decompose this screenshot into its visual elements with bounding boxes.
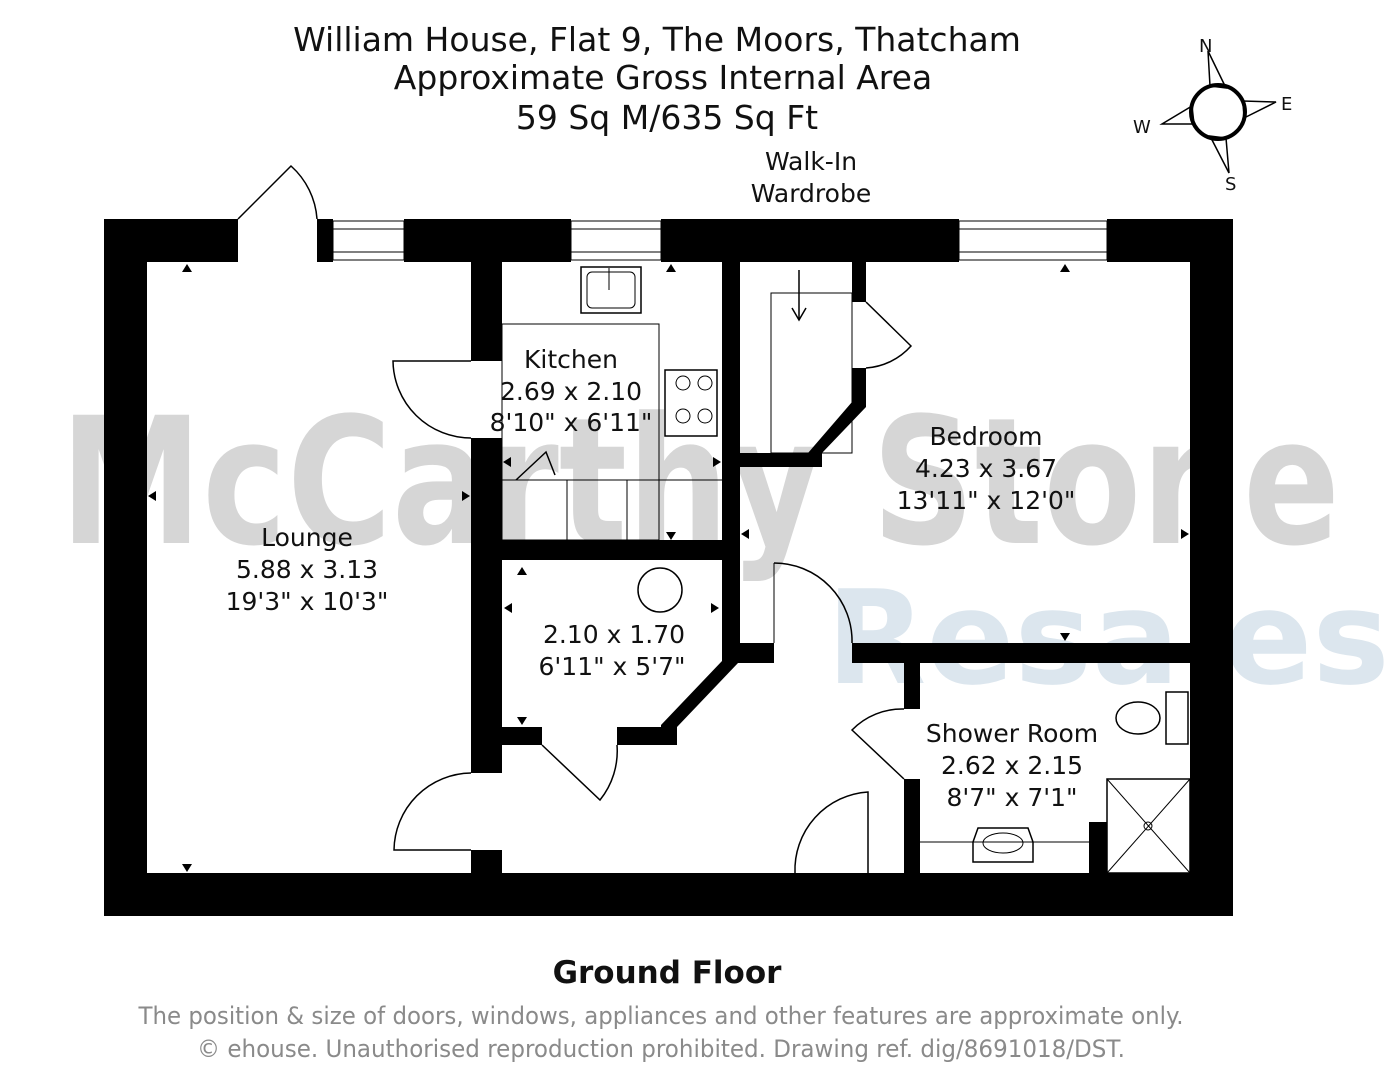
watermark-resales: Resales [826, 562, 1389, 714]
compass-w: W [1133, 117, 1151, 138]
bedroom-metric: 4.23 x 3.67 [915, 454, 1057, 483]
footer-copyright: © ehouse. Unauthorised reproduction proh… [197, 1035, 1125, 1063]
shower-fittings [920, 691, 1191, 874]
hob-icon [664, 369, 718, 437]
kitchen-metric: 2.69 x 2.10 [500, 377, 642, 406]
shower-imperial: 8'7" x 7'1" [946, 783, 1077, 812]
header-area-label: Approximate Gross Internal Area [394, 58, 932, 97]
store-imperial: 6'11" x 5'7" [539, 652, 686, 681]
store-metric: 2.10 x 1.70 [543, 620, 685, 649]
header-address: William House, Flat 9, The Moors, Thatch… [293, 20, 1021, 59]
lounge-name: Lounge [261, 523, 353, 552]
doors [237, 164, 913, 874]
compass-s: S [1225, 174, 1236, 195]
shower-metric: 2.62 x 2.15 [941, 751, 1083, 780]
kitchen-name: Kitchen [524, 345, 618, 374]
cylinder-icon [637, 567, 683, 613]
sink-icon [580, 266, 642, 314]
footer-disclaimer: The position & size of doors, windows, a… [138, 1002, 1184, 1030]
walkin-name-line2: Wardrobe [751, 179, 871, 208]
shower-name: Shower Room [926, 719, 1098, 748]
floor-label: Ground Floor [553, 955, 783, 991]
windows [332, 220, 1108, 261]
basin-icon [920, 827, 1089, 863]
walkin-name-line1: Walk-In [765, 147, 857, 176]
bedroom-name: Bedroom [929, 422, 1042, 451]
kitchen-fittings [501, 266, 722, 541]
walls [104, 219, 1233, 916]
compass-n: N [1199, 36, 1212, 57]
toilet-icon [1115, 691, 1189, 745]
header-area-value: 59 Sq M/635 Sq Ft [516, 98, 818, 137]
compass-e: E [1281, 94, 1292, 115]
compass-icon: N E S W [1133, 36, 1292, 195]
wardrobe-outline [770, 270, 853, 454]
bedroom-imperial: 13'11" x 12'0" [897, 486, 1076, 515]
lounge-imperial: 19'3" x 10'3" [226, 587, 389, 616]
lounge-metric: 5.88 x 3.13 [236, 555, 378, 584]
dimension-markers [148, 264, 1189, 872]
shower-tray-icon [1106, 778, 1191, 874]
kitchen-imperial: 8'10" x 6'11" [490, 408, 653, 437]
